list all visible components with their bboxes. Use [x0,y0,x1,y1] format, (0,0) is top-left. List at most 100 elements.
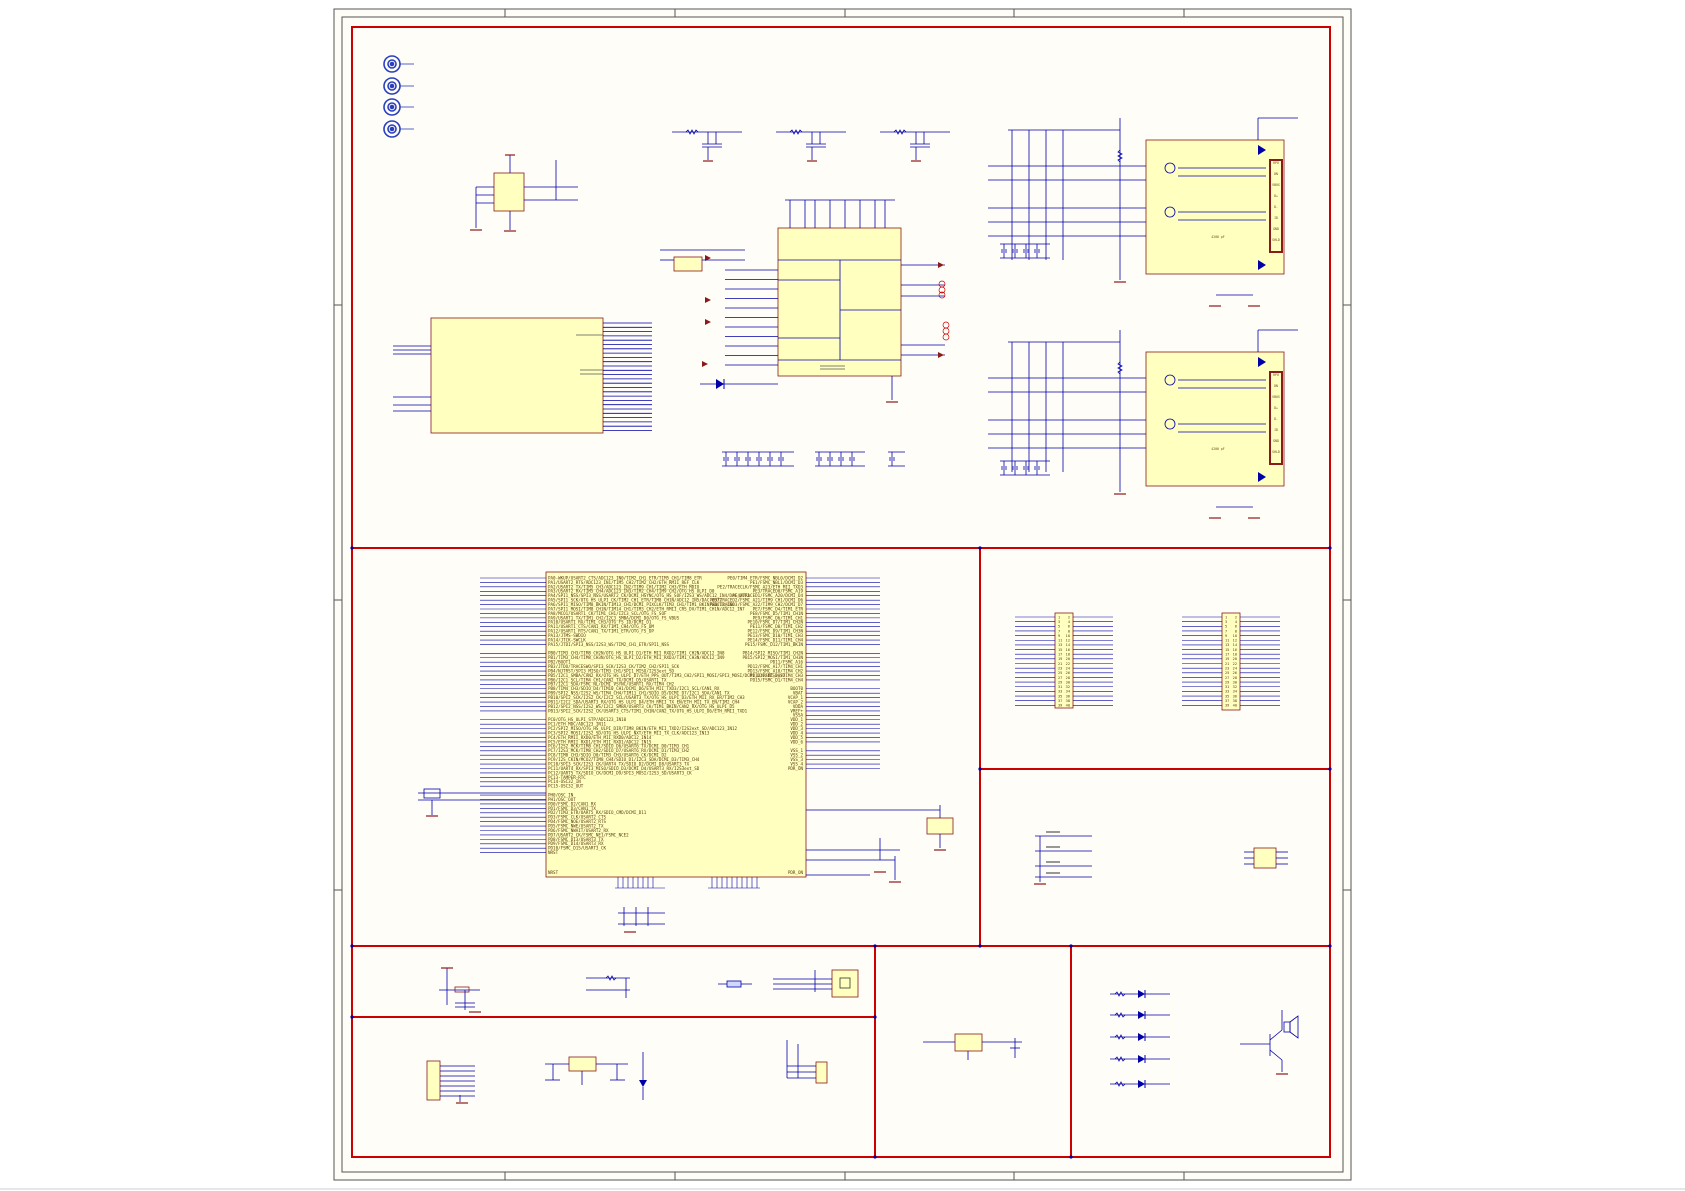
header-pin-label: 22 [1233,662,1237,666]
mcu-left-pin-label: PA2/USART2_TX/TIM5_CH3/ADC123_IN2/TIM9_C… [548,584,700,589]
header-pin-label: 32 [1066,685,1070,689]
mcu-right-pin-label: VDD_5 [790,735,803,740]
resistor-icon [789,129,803,135]
mcu-left-pin-label: PA1/USART2_RTS/ADC123_IN1/TIM5_CH2/TIM2_… [548,580,700,585]
header-pin-label: 11 [1225,639,1229,643]
mcu-left-pin-label: PA9/USART1_TX/TIM1_CH2/I2C3_SMBA/DCMI_D0… [548,615,680,620]
mounting-hole-icon [383,77,414,95]
mcu-right-pin-label: VDDA [793,704,804,709]
mcu-right-pin-label: BOOT0 [790,686,803,691]
resistor-icon [1114,1056,1126,1062]
mcu-right-pin-label: PB15/SPI2_MOSI/TIM1_CH3N [742,655,803,660]
mcu-left-pin-label: PC11/UART4_RX/SPI3_MISO/SDIO_D3/DCMI_D4/… [548,766,700,771]
header-pin-label: 6 [1068,625,1070,629]
header-pin-label: 38 [1066,699,1070,703]
header-pin-label: 30 [1066,680,1070,684]
mcu-right-pin-label: PE2/TRACECLK/FSMC_A23/ETH_MII_TXD3 [717,584,803,589]
header-pin-label: 3 [1225,620,1227,624]
mcu-left-pin-label: PA5/SPI1_SCK/OTG_HS_ULPI_CK/TIM2_CH1_ETR… [548,598,722,603]
mcu-right-pin-label: PE14/FSMC_D11/TIM1_CH4 [748,637,804,642]
header-pin-label: 23 [1058,666,1062,670]
header-pin-label: 23 [1225,666,1229,670]
bead-resistor [718,980,752,988]
mcu-right-pin-label: VDD_4 [790,730,803,735]
mcu: PA0-WKUP/USART2_CTS/ADC123_IN0/TIM2_CH1_… [480,571,880,889]
eeprom-chip [1244,847,1288,869]
header-pin-label: 4 [1235,620,1237,624]
usb-pin-label: GND [1273,439,1279,443]
resistor-icon [1114,1012,1126,1018]
header-pin-label: 12 [1066,639,1070,643]
mcu-right-pin-label: VDD_2 [790,722,803,727]
mcu-power-caps [806,805,954,883]
mcu-left-pin-label: PC7/I2S3_MCK/TIM8_CH2/SDIO_D7/USART6_RX/… [548,748,690,753]
mcu-left-pin-label: PC13-TAMPER-RTC [548,775,586,780]
mcu-left-pin-label: PA8/MCO1/USART1_CK/TIM1_CH1/I2C3_SCL/OTG… [548,611,667,616]
header-pin-label: 17 [1225,653,1229,657]
header-pin-label: 31 [1058,685,1062,689]
osc-pf-label: 4200 pF [1211,235,1225,239]
usb-connector [1269,159,1283,253]
mcu-right-pin-label: VBAT [793,691,804,696]
header-pin-label: 36 [1233,694,1237,698]
led-icon [1138,1080,1145,1088]
mcu-left-pin-label: PC5/ETH_RMII_RXD1/ETH_MII_RXD1/ADC12_IN1… [548,739,652,744]
mcu-left-pin-label: PC3/SPI2_MOSI/I2S2_SD/OTG_HS_ULPI_NXT/ET… [548,730,710,735]
regulator-small [470,154,578,232]
mcu-crystal [418,788,546,817]
mcu-left-pin-label: PB3/JTDO/TRACESWO/SPI3_SCK/I2S3_CK/TIM2_… [548,664,680,669]
mcu-right-pin-label: VDD_3 [790,726,803,731]
header-pin-label: 1 [1225,615,1227,619]
crystal [660,249,745,272]
ferrite-beads [938,280,950,341]
header-pin-label: 7 [1225,629,1227,633]
header-pin-label: 19 [1058,657,1062,661]
mcu-right-pin-label: VDD_1 [790,717,803,722]
mcu-left-pin-label: PC2/SPI2_MISO/OTG_HS_ULPI_DIR/TIM8_BKIN/… [548,726,738,731]
mcu-left-pin-label: PB10/SPI2_SCK/I2S2_CK/I2C2_SCL/USART3_TX… [548,695,745,700]
led-icon [700,379,778,389]
mcu-left-pin-label: PB5/I2C1_SMBA/CAN2_RX/OTG_HS_ULPI_D7/ETH… [548,673,785,678]
mounting-holes [383,55,414,138]
mcu-left-pin-label: PC10/SPI3_SCK/I2S3_CK/UART4_TX/SDIO_D2/D… [548,761,690,766]
mcu-left-pin-label: PB9/SPI2_NSS/I2S2_WS/TIM4_CH4/TIM11_CH1/… [548,691,730,696]
section-borders [351,26,1331,1158]
mcu-right-pin-label: PB14/SPI2_MISO/TIM1_CH2N [742,651,803,656]
section-corner-dots [350,546,1332,1159]
rc-filters [672,129,950,162]
led-icon [1138,990,1145,998]
header-pin-label: 25 [1058,671,1062,675]
mcu-left-pin-label: PB11/I2C2_SDA/USART3_RX/OTG_HS_ULPI_D4/E… [548,699,740,704]
usb-pin-label: ID [1274,428,1278,432]
mcu-left-pin-label: PB13/SPI2_SCK/I2S2_CK/USART3_CTS/TIM1_CH… [548,708,748,713]
mcu-left-pin-label: NRST [548,850,559,855]
port-arrow-icon [938,262,944,268]
mcu-right-pin-label: VSS_3 [790,757,803,762]
mcu-right-pin-label: PE1/FSMC_NBL1/DCMI_D3 [750,580,803,585]
header-pin-label: 28 [1233,676,1237,680]
mounting-hole-icon [383,120,414,138]
usb-pin-label: VBUS [1272,183,1280,187]
header-pin-label: 35 [1225,694,1229,698]
mcu-left-pin-label: PC14-OSC32_IN [548,779,581,784]
header-pin-label: 26 [1066,671,1070,675]
mcu-left-pin-label: PB1/TIM3_CH4/TIM8_CH3N/OTG_HS_ULPI_D2/ET… [548,655,725,660]
resistor-icon [1117,361,1123,375]
mcu-left-pin-label: PB7/I2C1_SDA/FSMC_NL/DCMI_VSYNC/USART1_R… [548,682,675,687]
resistor-icon [1114,1034,1126,1040]
usb-pin-label: D+ [1274,406,1278,410]
mcu-left-pin-label: PD0/FSMC_D2/CAN1_RX [548,801,596,806]
mcu-left-pin-label: PD8/FSMC_D13/USART3_TX [548,837,604,842]
header-pin-label: 36 [1066,694,1070,698]
usb-pin-label: SHLD [1272,450,1280,454]
header-pin-label: 14 [1066,643,1070,647]
header-pin-label: 16 [1233,648,1237,652]
mcu-right-pin-label: PD12/FSMC_A17/TIM4_CH1 [748,664,804,669]
mcu-left-pin-label: PB12/SPI2_NSS/I2S2_WS/I2C2_SMBA/USART3_C… [548,704,735,709]
mcu-right-pin-label: VDD_6 [790,739,803,744]
mcu-left-pin-label: PC15-OSC32_OUT [548,784,584,789]
mounting-hole-icon [383,55,414,73]
diode-icon [1258,145,1266,155]
